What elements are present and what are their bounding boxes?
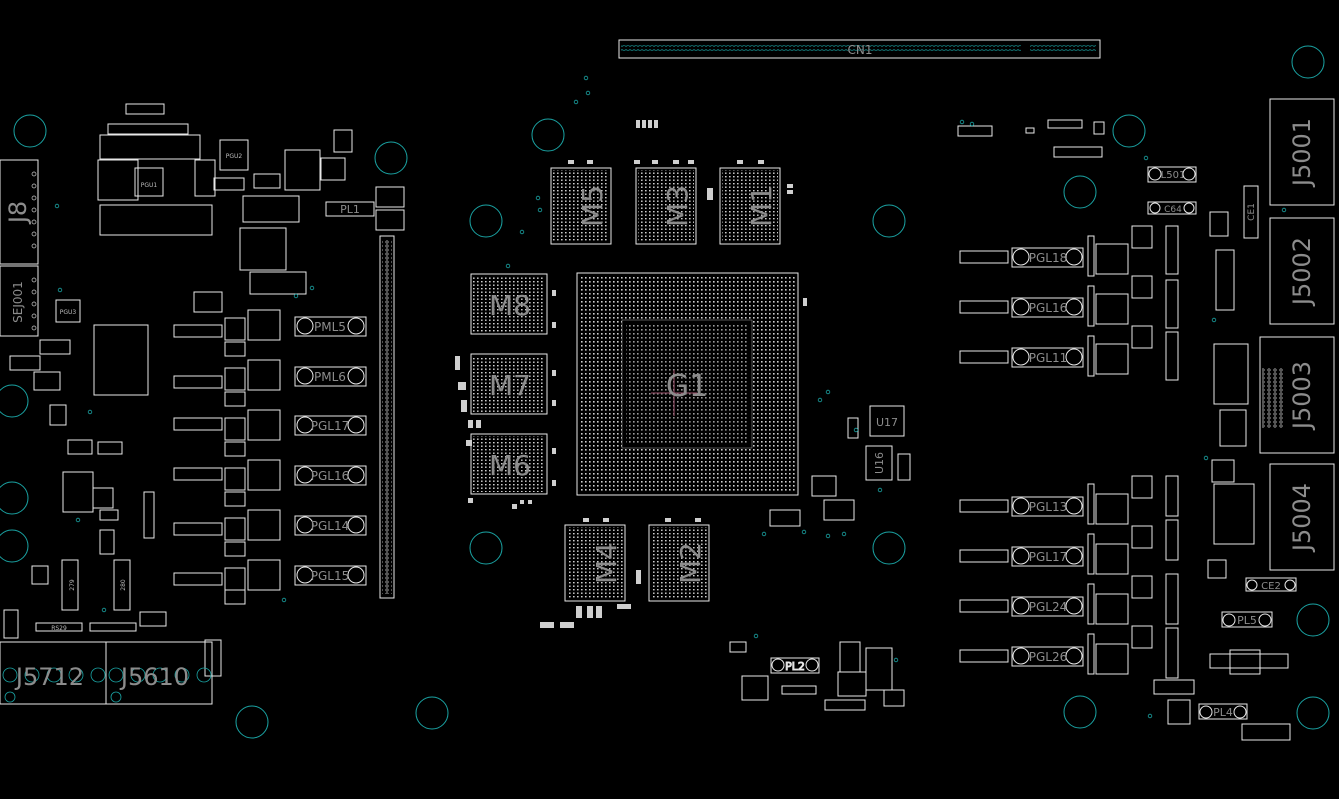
right-vrm-phases bbox=[959, 225, 1179, 679]
gpu-side-cluster bbox=[769, 405, 911, 527]
rs29-label: RS29 bbox=[51, 625, 67, 632]
memory-m4[interactable]: M4 bbox=[564, 524, 626, 602]
pl2-label: PL2 bbox=[785, 660, 805, 673]
memory-m2[interactable]: M2 bbox=[648, 524, 710, 602]
phase-label: PGL24 bbox=[1029, 600, 1068, 614]
j5003-label: J5003 bbox=[1288, 361, 1316, 431]
phase-label: PGL26 bbox=[1029, 650, 1068, 664]
right-column-labels: CE1 CE2 PL5 PL4 bbox=[1213, 203, 1281, 719]
left-mid-cluster bbox=[3, 299, 167, 639]
right-column-cluster bbox=[1153, 185, 1297, 741]
connector-j8[interactable]: J8 bbox=[0, 159, 39, 265]
memory-m3[interactable]: M3 bbox=[635, 167, 697, 245]
gpu-g1[interactable]: G1 bbox=[576, 272, 799, 496]
phase-label: PGL17 bbox=[311, 419, 350, 433]
bottom-center-cluster: PL2 bbox=[729, 641, 905, 711]
r279-label: 279 bbox=[69, 579, 76, 591]
connector-bottom-left[interactable]: J5712 J5610 bbox=[0, 639, 222, 705]
l501-label: L501 bbox=[1161, 170, 1186, 181]
phase-label: PGL17 bbox=[1029, 550, 1068, 564]
memory-label: M1 bbox=[745, 185, 778, 227]
memory-m6[interactable]: M6 bbox=[470, 433, 548, 495]
pl5-label: PL5 bbox=[1237, 614, 1257, 627]
mounting-holes bbox=[0, 45, 1330, 739]
memory-m8[interactable]: M8 bbox=[470, 273, 548, 335]
phase-label: PGL18 bbox=[1029, 251, 1068, 265]
pl1-label: PL1 bbox=[340, 203, 360, 216]
connector-sej001[interactable]: SEJ001 bbox=[0, 265, 39, 337]
memory-label: M6 bbox=[489, 449, 531, 482]
memory-label: M4 bbox=[590, 542, 623, 584]
left-top-labels: PGU1 PGU2 PL1 bbox=[141, 153, 375, 217]
gpu-side-labels: U17 U16 bbox=[873, 416, 898, 474]
phase-label: PGL16 bbox=[1029, 301, 1068, 315]
j5001-label: J5001 bbox=[1288, 118, 1316, 188]
right-top-cluster bbox=[957, 119, 1197, 215]
j5002-label: J5002 bbox=[1288, 237, 1316, 307]
phase-label: PGL13 bbox=[1029, 500, 1068, 514]
memory-label: M5 bbox=[576, 185, 609, 227]
u16-label: U16 bbox=[873, 452, 886, 474]
connector-j5001[interactable]: J5001 bbox=[1269, 98, 1335, 206]
j8-label: J8 bbox=[4, 201, 32, 225]
j5004-label: J5004 bbox=[1288, 483, 1316, 553]
phase-label: PGL14 bbox=[311, 519, 350, 533]
vias bbox=[54, 75, 1287, 719]
j5712-label: J5712 bbox=[14, 663, 84, 691]
phase-label: PGL16 bbox=[311, 469, 350, 483]
memory-m5[interactable]: M5 bbox=[550, 167, 612, 245]
memory-label: M8 bbox=[489, 289, 531, 322]
memory-pads bbox=[455, 120, 807, 628]
pgu1-label: PGU1 bbox=[141, 182, 158, 189]
pl4-label: PL4 bbox=[1213, 706, 1233, 719]
svg-text:PGU2: PGU2 bbox=[226, 153, 243, 160]
gpu-label: G1 bbox=[666, 369, 708, 404]
memory-label: M2 bbox=[674, 542, 707, 584]
right-top-labels: L501 C64 bbox=[1161, 170, 1186, 215]
cn1-label: CN1 bbox=[848, 43, 873, 57]
ce2-label: CE2 bbox=[1261, 581, 1281, 592]
c64-label: C64 bbox=[1164, 205, 1182, 215]
u17-label: U17 bbox=[876, 416, 898, 429]
phase-label: PML5 bbox=[314, 320, 346, 334]
left-vrm-phases bbox=[173, 235, 395, 605]
memory-label: M3 bbox=[661, 185, 694, 227]
ce1-label: CE1 bbox=[1247, 203, 1257, 221]
phase-label: PGL15 bbox=[311, 569, 350, 583]
pgu3-label: PGU3 bbox=[60, 309, 77, 316]
connector-j5003[interactable]: J5003 bbox=[1259, 336, 1335, 454]
sej001-label: SEJ001 bbox=[11, 281, 25, 323]
memory-label: M7 bbox=[489, 369, 531, 402]
phase-label: PML6 bbox=[314, 370, 346, 384]
right-phase-chokes: PGL18 PGL16 PGL11 PGL13 PGL17 PGL24 PGL2… bbox=[1011, 247, 1084, 667]
left-phase-chokes: PML5 PML6 PGL17 PGL16 PGL14 PGL15 bbox=[294, 316, 367, 586]
phase-label: PGL11 bbox=[1029, 351, 1068, 365]
connector-cn1[interactable]: CN1 bbox=[618, 39, 1101, 59]
connector-j5004[interactable]: J5004 bbox=[1269, 463, 1335, 571]
memory-m7[interactable]: M7 bbox=[470, 353, 548, 415]
memory-m1[interactable]: M1 bbox=[719, 167, 781, 245]
left-top-component-cluster bbox=[97, 103, 405, 313]
connector-j5002[interactable]: J5002 bbox=[1269, 217, 1335, 325]
left-mid-labels: PGU3 279 280 RS29 bbox=[35, 309, 137, 632]
r280-label: 280 bbox=[120, 579, 127, 591]
j5610-label: J5610 bbox=[119, 663, 189, 691]
